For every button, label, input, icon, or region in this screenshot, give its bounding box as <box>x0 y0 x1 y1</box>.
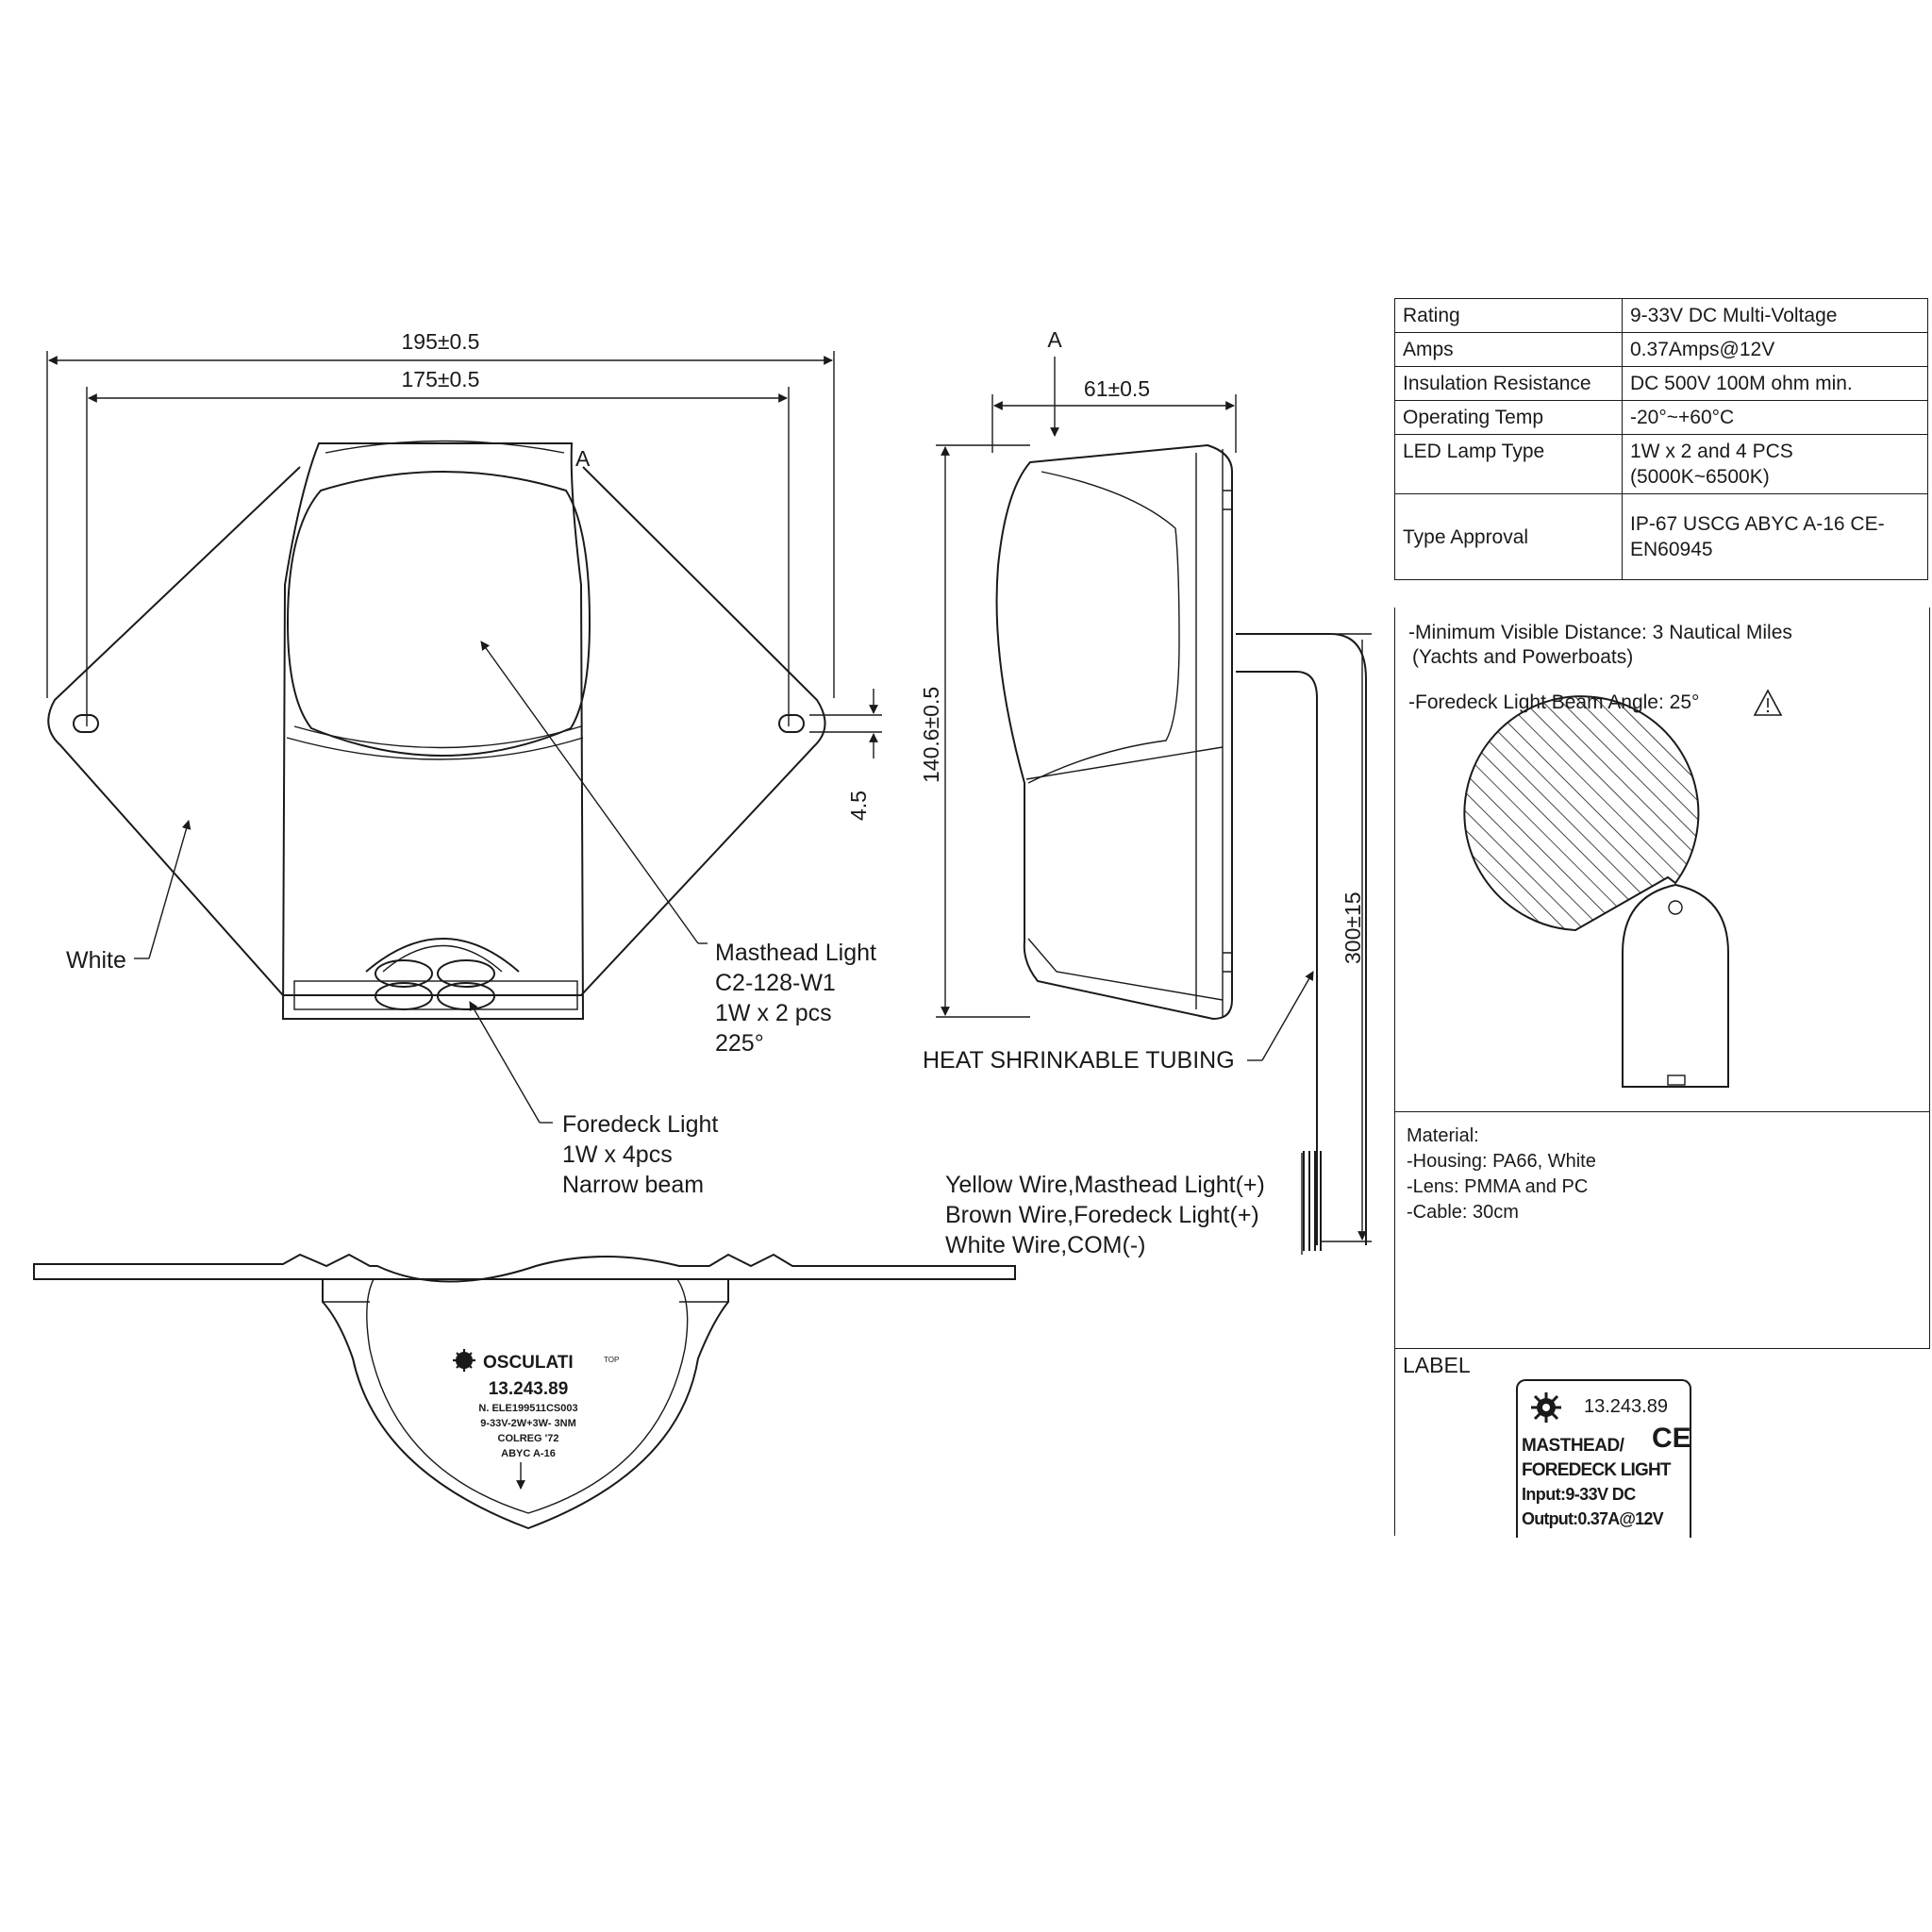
ce-mark: CE <box>1652 1423 1691 1454</box>
spec-key: Operating Temp <box>1394 400 1623 435</box>
spec-row: Amps 0.37Amps@12V <box>1394 332 1928 367</box>
front-view: 195±0.5 175±0.5 4.5 A <box>46 329 882 1198</box>
leader-white <box>148 820 192 959</box>
spec-key: Amps <box>1394 332 1623 367</box>
dim-hole-spacing: 175±0.5 <box>402 367 480 391</box>
notes-panel: -Minimum Visible Distance: 3 Nautical Mi… <box>1394 608 1930 1111</box>
side-housing <box>995 443 1233 1021</box>
foredeck-line-2: 1W x 4pcs <box>562 1141 673 1168</box>
dim-overall-width: 195±0.5 <box>402 329 480 354</box>
spec-key: Rating <box>1394 298 1623 333</box>
wire-white: White Wire,COM(-) <box>945 1232 1145 1258</box>
spec-value: 9-33V DC Multi-Voltage <box>1622 298 1928 333</box>
spec-table: Rating 9-33V DC Multi-Voltage Amps 0.37A… <box>1394 298 1928 580</box>
top-code: 13.243.89 <box>489 1379 569 1399</box>
material-housing: -Housing: PA66, White <box>1407 1151 1596 1172</box>
beam-angle: -Foredeck Light Beam Angle: 25° <box>1408 691 1700 713</box>
top-brand: OSCULATI <box>483 1353 574 1373</box>
spec-key: Insulation Resistance <box>1394 366 1623 401</box>
label-panel: LABEL 13.243.89 CE MASTHEAD/ FOREDECK LI… <box>1394 1347 1929 1538</box>
osculati-logo-icon <box>1531 1392 1561 1423</box>
material-title: Material: <box>1407 1125 1479 1146</box>
beam-diagram <box>1463 695 1729 1088</box>
leader-tubing <box>1261 971 1314 1061</box>
label-input: Input:9-33V DC <box>1522 1485 1636 1504</box>
label-tubing: HEAT SHRINKABLE TUBING <box>923 1047 1235 1074</box>
top-line-2: 9-33V-2W+3W- 3NM <box>480 1418 576 1429</box>
section-mark-side: A <box>1047 327 1062 352</box>
housing-profile <box>1622 883 1729 1088</box>
dim-hole: 4.5 <box>846 791 871 821</box>
leader-masthead <box>480 641 699 944</box>
top-view-dome <box>322 1279 729 1530</box>
osculati-logo-icon <box>453 1349 475 1372</box>
masthead-line-4: 225° <box>715 1030 764 1057</box>
mounting-hole-right <box>778 714 805 733</box>
spec-row: LED Lamp Type 1W x 2 and 4 PCS (5000K~65… <box>1394 434 1928 494</box>
masthead-lens <box>286 471 591 757</box>
label-white: White <box>66 947 126 974</box>
dim-cable: 300±15 <box>1341 891 1365 964</box>
label-code: 13.243.89 <box>1584 1396 1668 1417</box>
masthead-line-2: C2-128-W1 <box>715 970 836 996</box>
wire-brown: Brown Wire,Foredeck Light(+) <box>945 1202 1259 1228</box>
spec-value: 0.37Amps@12V <box>1622 332 1928 367</box>
material-cable: -Cable: 30cm <box>1407 1202 1519 1223</box>
spec-key: Type Approval <box>1394 493 1623 580</box>
foredeck-line-1: Foredeck Light <box>562 1111 718 1138</box>
label-title: LABEL <box>1403 1353 1471 1377</box>
foredeck-line-3: Narrow beam <box>562 1172 704 1198</box>
side-view: A 61±0.5 140.6±0.5 300±15 <box>919 327 1372 1258</box>
spec-value: DC 500V 100M ohm min. <box>1622 366 1928 401</box>
material-lens: -Lens: PMMA and PC <box>1407 1176 1589 1197</box>
warning-icon <box>1753 689 1783 716</box>
spec-value: 1W x 2 and 4 PCS (5000K~6500K) <box>1622 434 1928 494</box>
spec-value: -20°~+60°C <box>1622 400 1928 435</box>
spec-value: IP-67 USCG ABYC A-16 CE-EN60945 <box>1622 493 1928 580</box>
section-mark-front: A <box>575 446 591 471</box>
leader-foredeck <box>469 1001 541 1124</box>
top-line-4: ABYC A-16 <box>501 1448 556 1459</box>
dim-depth: 61±0.5 <box>1084 376 1150 401</box>
top-view: OSCULATI TOP 13.243.89 N. ELE199511CS003… <box>33 1253 1016 1530</box>
spec-key: LED Lamp Type <box>1394 434 1623 494</box>
label-line-2: FOREDECK LIGHT <box>1522 1460 1671 1480</box>
housing-body <box>281 442 585 1020</box>
wire-yellow: Yellow Wire,Masthead Light(+) <box>945 1172 1265 1198</box>
label-line-1: MASTHEAD/ <box>1522 1436 1624 1456</box>
material-panel: Material: -Housing: PA66, White -Lens: P… <box>1394 1111 1930 1349</box>
product-label: 13.243.89 CE MASTHEAD/ FOREDECK LIGHT In… <box>1516 1379 1691 1538</box>
top-view-base <box>33 1253 1016 1283</box>
visible-distance-line-1: -Minimum Visible Distance: 3 Nautical Mi… <box>1408 622 1792 643</box>
foredeck-lens <box>365 938 520 973</box>
masthead-line-1: Masthead Light <box>715 940 876 966</box>
spec-row: Rating 9-33V DC Multi-Voltage <box>1394 298 1928 333</box>
dim-height: 140.6±0.5 <box>919 687 943 783</box>
spec-row: Insulation Resistance DC 500V 100M ohm m… <box>1394 366 1928 401</box>
spec-row: Operating Temp -20°~+60°C <box>1394 400 1928 435</box>
beam-sector <box>1463 695 1700 932</box>
mounting-flange <box>47 466 826 996</box>
top-line-3: COLREG '72 <box>498 1433 559 1444</box>
spec-row: Type Approval IP-67 USCG ABYC A-16 CE-EN… <box>1394 493 1928 580</box>
visible-distance-line-2: (Yachts and Powerboats) <box>1412 646 1634 668</box>
top-line-1: N. ELE199511CS003 <box>478 1403 577 1414</box>
label-output: Output:0.37A@12V <box>1522 1509 1664 1528</box>
top-mark: TOP <box>604 1356 619 1364</box>
masthead-line-3: 1W x 2 pcs <box>715 1000 832 1026</box>
mounting-hole-left <box>73 714 99 733</box>
cable <box>1236 633 1367 1245</box>
